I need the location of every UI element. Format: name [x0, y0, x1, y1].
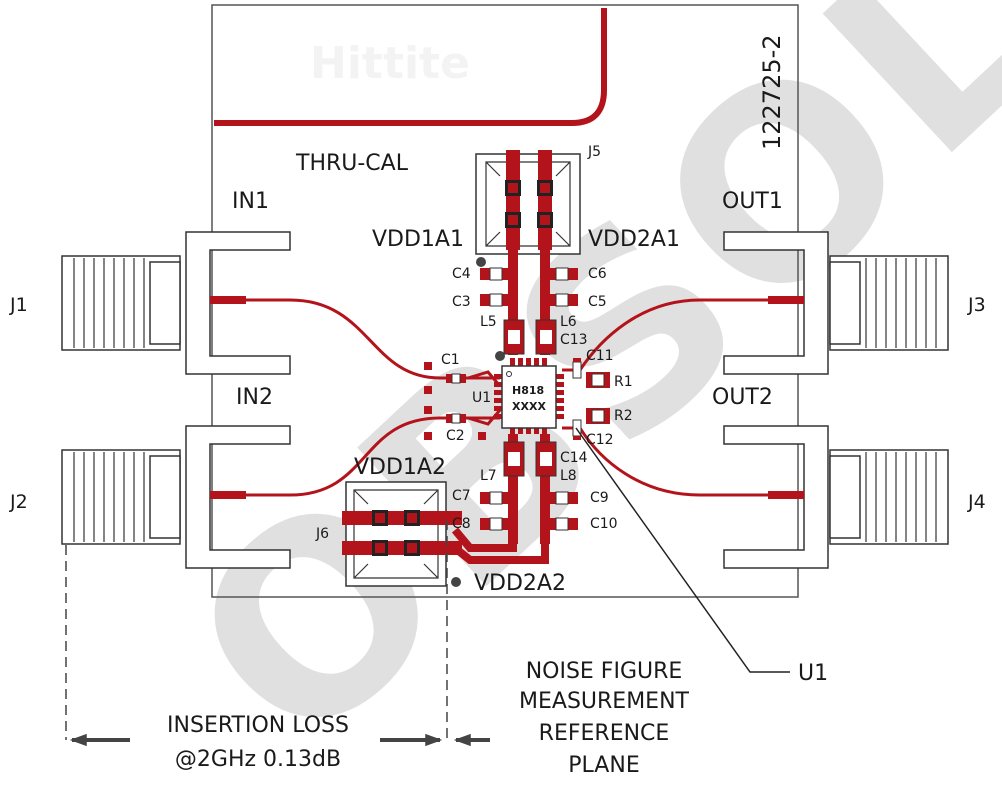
label-c5: C5: [588, 294, 607, 310]
label-j6: J6: [315, 526, 329, 542]
noise-line1: NOISE FIGURE: [526, 659, 683, 684]
chip-marking-2: XXXX: [512, 400, 546, 413]
label-c3: C3: [452, 294, 471, 310]
label-c7: C7: [452, 488, 471, 504]
label-c1: C1: [441, 352, 460, 368]
j3-connector: [723, 231, 949, 375]
label-in1: IN1: [232, 189, 269, 214]
u1-chip: H818 XXXX: [494, 358, 564, 434]
out1-trace: [562, 298, 800, 372]
labels: J1 J2 J3 J4 J5 J6 IN1 IN2 OUT1 OUT2 VDD1…: [9, 144, 986, 686]
j5-header: [475, 150, 581, 255]
label-l8: L8: [560, 468, 577, 484]
noise-line4: PLANE: [568, 753, 639, 778]
c1-c2-parts: [424, 362, 486, 440]
top-caps: [480, 267, 578, 355]
chip-marking-1: H818: [512, 384, 544, 397]
j1-connector: [61, 231, 291, 375]
in1-trace: [214, 298, 500, 380]
label-j4: J4: [967, 491, 986, 513]
label-j3: J3: [967, 294, 986, 316]
label-c10: C10: [590, 516, 618, 532]
label-l5: L5: [480, 314, 497, 330]
label-c11: C11: [586, 348, 614, 364]
out2-trace: [562, 426, 800, 497]
label-vdd1a2: VDD1A2: [354, 455, 446, 480]
thru-cal-label: THRU-CAL: [295, 151, 409, 176]
u1-leader-line: [575, 427, 790, 673]
label-in2: IN2: [236, 385, 273, 410]
label-c4: C4: [452, 266, 471, 282]
label-c9: C9: [590, 490, 609, 506]
label-j5: J5: [587, 144, 601, 160]
label-c6: C6: [588, 266, 607, 282]
insertion-loss-line2: @2GHz 0.13dB: [175, 747, 341, 772]
label-j2: J2: [9, 491, 28, 513]
j6-header: [342, 481, 462, 587]
label-out1: OUT1: [722, 189, 783, 214]
label-out2: OUT2: [712, 385, 773, 410]
label-j1: J1: [9, 294, 28, 316]
label-c12: C12: [586, 432, 614, 448]
label-r2: R2: [614, 408, 633, 424]
part-number: 122725-2: [758, 34, 786, 150]
callout-u1: U1: [798, 661, 828, 686]
label-l6: L6: [560, 314, 577, 330]
right-parts: [572, 358, 610, 440]
insertion-loss-line1: INSERTION LOSS: [167, 713, 349, 738]
label-c13: C13: [560, 332, 588, 348]
label-u1-board: U1: [472, 390, 491, 406]
reference-lines: [65, 520, 490, 747]
insertion-loss-callout: INSERTION LOSS @2GHz 0.13dB: [167, 713, 349, 772]
label-vdd1a1: VDD1A1: [372, 227, 464, 252]
label-vdd2a1: VDD2A1: [588, 227, 680, 252]
bottom-parts: [451, 434, 578, 564]
noise-line3: REFERENCE: [539, 721, 670, 746]
j4-connector: [723, 425, 949, 569]
label-c2: C2: [446, 428, 465, 444]
label-c14: C14: [560, 450, 588, 466]
label-r1: R1: [614, 374, 633, 390]
label-c8: C8: [452, 516, 471, 532]
j2-connector: [61, 425, 291, 569]
noise-line2: MEASUREMENT: [519, 689, 690, 714]
label-l7: L7: [480, 468, 497, 484]
noise-figure-callout: NOISE FIGURE MEASUREMENT REFERENCE PLANE: [519, 659, 690, 778]
in1-stub: [467, 370, 502, 387]
logo-text: Hittite: [310, 38, 470, 89]
label-vdd2a2: VDD2A2: [474, 571, 566, 596]
in2-trace: [214, 416, 500, 497]
thru-cal-trace: [214, 8, 607, 126]
